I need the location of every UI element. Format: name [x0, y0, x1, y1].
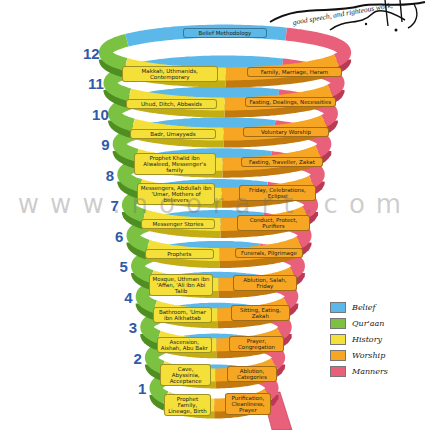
level-number: 12	[83, 46, 100, 61]
topic-text: Mosque, Uthman ibn 'Affan, 'Ali ibn Abi …	[152, 276, 210, 294]
topic-band: Family, Marriage, Haram	[247, 67, 343, 77]
legend-text: Worship	[352, 350, 385, 361]
topic-band: Voluntary Worship	[243, 127, 330, 137]
topic-band: Ascension, Aishah, Abu Bakr	[157, 337, 212, 353]
level-number: 2	[133, 351, 141, 366]
topic-band: Fasting, Traveller, Zakat	[241, 157, 323, 167]
legend-swatch	[330, 350, 346, 361]
topic-text: Prayer, Congregation	[232, 338, 281, 350]
topic-text: Fasting, Dealings, Necessities	[248, 99, 333, 105]
topic-text: Conduct, Protect, Purifiers	[240, 217, 307, 229]
topic-band: Ablution, Categories	[227, 366, 278, 382]
topic-band: Prophets	[145, 249, 214, 259]
level-number: 9	[101, 137, 109, 152]
calligraphy-dot	[365, 23, 367, 25]
topic-text: Ascension, Aishah, Abu Bakr	[160, 339, 209, 351]
topic-text: Voluntary Worship	[246, 129, 327, 135]
topic-text: Ablution, Categories	[230, 368, 275, 380]
legend-text: Qur'aan	[352, 318, 384, 329]
topic-text: Bathroom, 'Umar ibn Alkhattab	[156, 309, 210, 321]
topic-text: Belief Methodology	[186, 30, 264, 36]
topic-text: Funerals, Pilgrimage	[238, 250, 301, 256]
topic-band: Makkah, Uthmanids, Contemporary	[122, 66, 218, 82]
topic-text: Messenger Stories	[144, 221, 211, 227]
level-number: 3	[129, 320, 137, 335]
spiral-segment	[286, 34, 344, 60]
topic-band: Messenger Stories	[141, 219, 214, 229]
topic-band: Cave, Abyssinia, Acceptance	[160, 364, 211, 386]
level-number: 6	[115, 229, 123, 244]
legend-swatch	[330, 334, 346, 345]
level-number: 4	[124, 290, 132, 305]
topic-text: Makkah, Uthmanids, Contemporary	[125, 68, 215, 80]
topic-text: Family, Marriage, Haram	[250, 69, 340, 75]
topic-text: Prophet Family, Lineage, Birth	[167, 396, 207, 414]
level-number: 10	[92, 107, 109, 122]
legend-swatch	[330, 302, 346, 313]
legend-swatch	[330, 318, 346, 329]
topic-band: Mosque, Uthman ibn 'Affan, 'Ali ibn Abi …	[149, 274, 213, 296]
topic-band: Prophet Family, Lineage, Birth	[164, 394, 210, 416]
topic-text: Uhud, Ditch, Abbasids	[129, 101, 214, 107]
topic-text: Purification, Cleanliness, Prayer	[228, 395, 268, 413]
topic-band: Fasting, Dealings, Necessities	[245, 97, 336, 107]
topic-text: Sitting, Eating, Zakah	[234, 307, 288, 319]
legend-text: History	[352, 334, 382, 345]
spiral-segment	[105, 40, 127, 64]
legend-text: Manners	[352, 366, 388, 377]
topic-band: Ablution, Salah, Friday	[233, 275, 297, 291]
topic-band: Badr, Umayyads	[130, 129, 217, 139]
quote-text: good speech, and righteous work,	[292, 0, 393, 26]
topic-band: Belief Methodology	[183, 28, 267, 38]
topic-text: Cave, Abyssinia, Acceptance	[163, 366, 208, 384]
calligraphy-dot	[395, 29, 398, 32]
level-number: 5	[120, 259, 128, 274]
topic-band: Prayer, Congregation	[229, 336, 284, 352]
topic-band: Uhud, Ditch, Abbasids	[126, 99, 217, 109]
watermark: www.noorart.com	[0, 190, 430, 218]
topic-band: Sitting, Eating, Zakah	[231, 305, 291, 321]
topic-text: Fasting, Traveller, Zakat	[244, 159, 320, 165]
legend-text: Belief	[352, 302, 375, 313]
topic-text: Prophets	[148, 251, 211, 257]
level-number: 8	[106, 168, 114, 183]
topic-text: Badr, Umayyads	[133, 131, 214, 137]
topic-band: Prophet Khalid ibn Alwaleed, Messenger's…	[134, 153, 216, 175]
level-number: 11	[88, 76, 104, 91]
topic-band: Funerals, Pilgrimage	[235, 248, 304, 258]
topic-text: Ablution, Salah, Friday	[236, 277, 294, 289]
topic-band: Bathroom, 'Umar ibn Alkhattab	[153, 307, 213, 323]
legend-swatch	[330, 366, 346, 377]
topic-text: Prophet Khalid ibn Alwaleed, Messenger's…	[137, 155, 213, 173]
level-number: 1	[138, 381, 146, 396]
topic-band: Purification, Cleanliness, Prayer	[225, 393, 271, 415]
